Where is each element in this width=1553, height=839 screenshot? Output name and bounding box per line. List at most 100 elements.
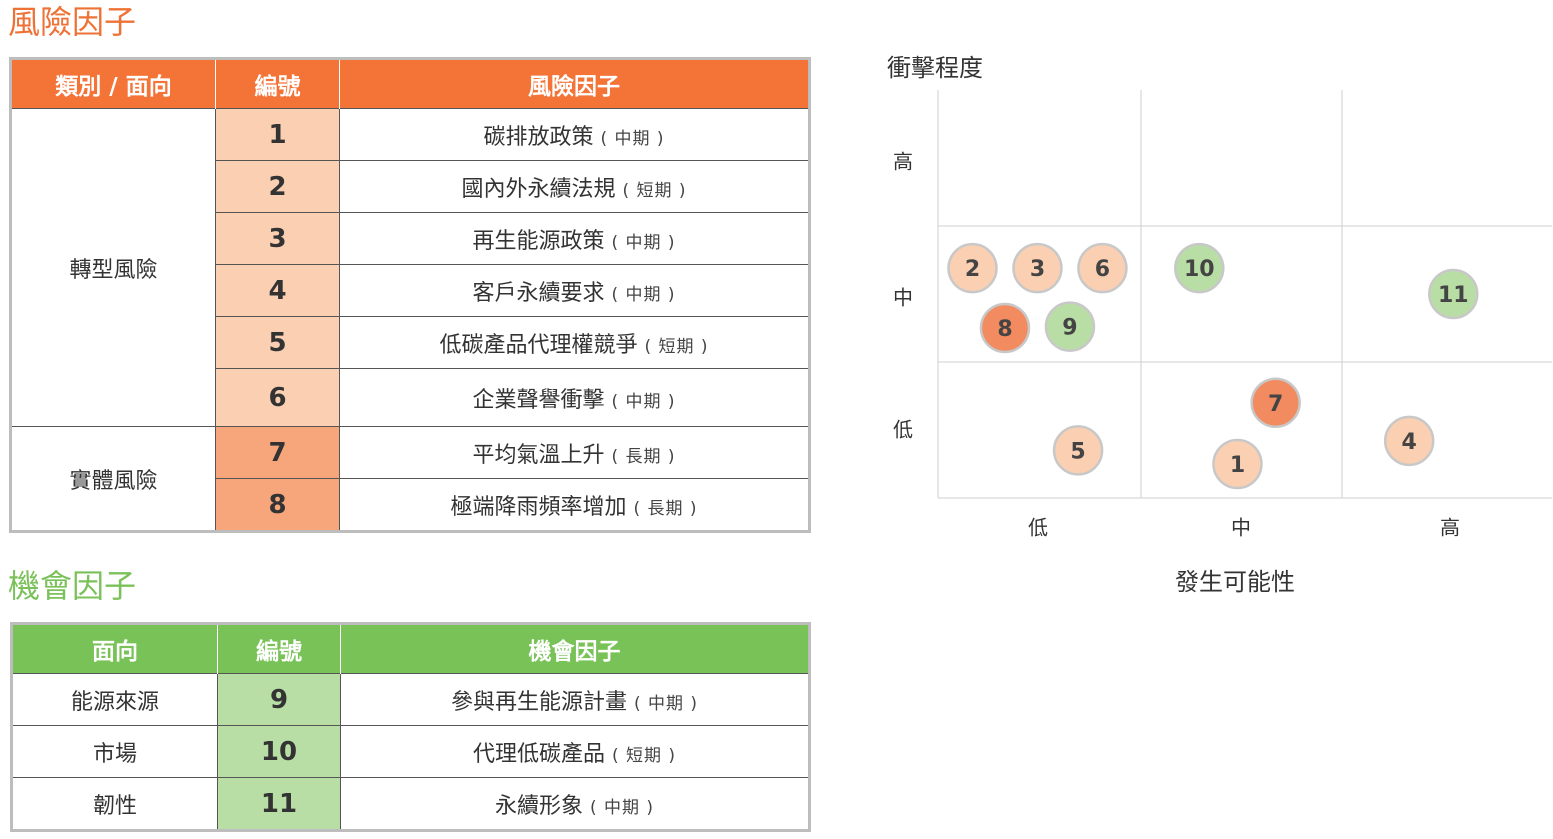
number-cell: 4 [215,264,340,317]
risk-bubble-9: 9 [1044,301,1096,352]
bubble-label: 4 [1402,430,1417,455]
factor-name: 代理低碳產品 [472,741,605,767]
bubble-label: 6 [1095,257,1110,282]
bubble-circle [1174,242,1225,294]
table-row: 5 低碳產品代理權競爭 ( 短期 ) [11,316,810,369]
factor-name: 碳排放政策 [483,124,594,150]
aspect-cell: 韌性 [11,777,218,831]
number-cell: 11 [217,777,341,831]
aspect-cell: 市場 [11,725,218,778]
bubble-circle [1383,415,1435,467]
risk-bubble-6: 6 [1077,242,1128,294]
risk-factors-title: 風險因子 [8,3,137,41]
factor-name: 平均氣溫上升 [472,442,605,468]
bubble-label: 3 [1030,257,1045,282]
bubble-circle [1044,301,1096,352]
table-row: 能源來源 9 參與再生能源計畫 ( 中期 ) [11,673,810,726]
opportunity-table-header: 面向 編號 機會因子 [11,623,810,674]
term-label: ( 中期 ) [611,284,676,305]
bubble-circle [1077,242,1128,294]
risk-bubble-1: 1 [1212,438,1263,490]
x-axis-title: 發生可能性 [1175,568,1295,596]
header-aspect: 面向 [11,623,218,674]
opportunity-factors-title: 機會因子 [8,567,137,605]
x-tick-label: 中 [1231,515,1251,540]
x-tick-label: 低 [1028,515,1048,540]
factor-name: 低碳產品代理權競爭 [439,332,638,358]
factor-cell: 國內外永續法規 ( 短期 ) [339,160,810,213]
factor-cell: 碳排放政策 ( 中期 ) [339,108,810,161]
number-cell: 6 [215,368,340,427]
factor-cell: 代理低碳產品 ( 短期 ) [340,725,810,778]
term-label: ( 短期 ) [622,180,687,201]
factor-name: 極端降雨頻率增加 [450,494,627,520]
factor-name: 永續形象 [494,793,583,819]
number-cell: 7 [215,426,340,479]
factor-name: 企業聲譽衝擊 [472,387,605,413]
bubble-label: 1 [1230,453,1245,478]
bubble-label: 10 [1184,257,1215,282]
factor-cell: 低碳產品代理權競爭 ( 短期 ) [339,316,810,369]
term-label: ( 中期 ) [611,391,676,412]
bubble-label: 7 [1268,392,1283,417]
factor-cell: 企業聲譽衝擊 ( 中期 ) [339,368,810,427]
bubble-circle [1428,268,1479,320]
factor-cell: 再生能源政策 ( 中期 ) [339,212,810,265]
table-row: 轉型風險 1 碳排放政策 ( 中期 ) [10,108,810,427]
bubble-circle [1052,425,1104,476]
factor-name: 國內外永續法規 [461,176,616,202]
term-label: ( 短期 ) [611,745,677,766]
x-tick-label: 高 [1440,515,1460,540]
number-cell: 9 [217,673,341,726]
risk-bubble-10: 10 [1174,242,1225,294]
table-row: 8 極端降雨頻率增加 ( 長期 ) [11,478,810,532]
risk-bubble-5: 5 [1052,425,1104,476]
table-row: 市場 10 代理低碳產品 ( 短期 ) [11,725,810,778]
factor-cell: 客戶永續要求 ( 中期 ) [339,264,810,317]
category-cell: 實體風險 [10,426,216,532]
y-tick-label: 低 [893,417,913,442]
factor-cell: 極端降雨頻率增加 ( 長期 ) [339,478,810,532]
header-number: 編號 [215,58,340,109]
number-cell: 1 [215,108,340,161]
header-opportunity-factor: 機會因子 [340,623,810,674]
number-cell: 8 [215,478,340,532]
bubble-label: 9 [1062,316,1077,341]
term-label: ( 中期 ) [611,232,676,253]
header-risk-factor: 風險因子 [339,58,810,109]
term-label: ( 中期 ) [600,128,665,149]
term-label: ( 長期 ) [633,498,698,519]
risk-bubble-8: 8 [979,302,1031,354]
table-row: 3 再生能源政策 ( 中期 ) [11,212,810,265]
bubble-label: 5 [1070,439,1085,464]
opportunity-factor-table: 面向 編號 機會因子 能源來源 9 參與再生能源計畫 ( 中期 ) 市場 10 … [10,622,811,832]
risk-bubble-7: 7 [1250,377,1301,429]
risk-bubble-4: 4 [1383,415,1435,467]
factor-name: 再生能源政策 [472,228,605,254]
factor-cell: 永續形象 ( 中期 ) [340,777,810,831]
bubble-circle [1212,438,1263,490]
factor-name: 客戶永續要求 [472,280,605,306]
risk-factor-table: 類別 / 面向 編號 風險因子 轉型風險 1 碳排放政策 ( 中期 ) 2 國內… [9,57,811,533]
factor-cell: 參與再生能源計畫 ( 中期 ) [340,673,810,726]
number-cell: 2 [215,160,340,213]
y-tick-label: 中 [893,285,913,310]
table-row: 6 企業聲譽衝擊 ( 中期 ) [11,368,810,427]
header-number: 編號 [217,623,341,674]
number-cell: 3 [215,212,340,265]
bubble-circle [947,242,998,294]
bubble-circle [1250,377,1301,429]
bubble-label: 8 [997,317,1012,342]
risk-table-header: 類別 / 面向 編號 風險因子 [10,58,810,109]
table-row: 實體風險 7 平均氣溫上升 ( 長期 ) [10,426,810,532]
factor-name: 參與再生能源計畫 [450,689,627,715]
category-cell: 轉型風險 [10,108,216,427]
table-row: 4 客戶永續要求 ( 中期 ) [11,264,810,317]
number-cell: 10 [217,725,341,778]
table-row: 韌性 11 永續形象 ( 中期 ) [11,777,810,831]
y-axis-title: 衝擊程度 [887,54,983,82]
number-cell: 5 [215,316,340,369]
term-label: ( 短期 ) [644,336,709,357]
